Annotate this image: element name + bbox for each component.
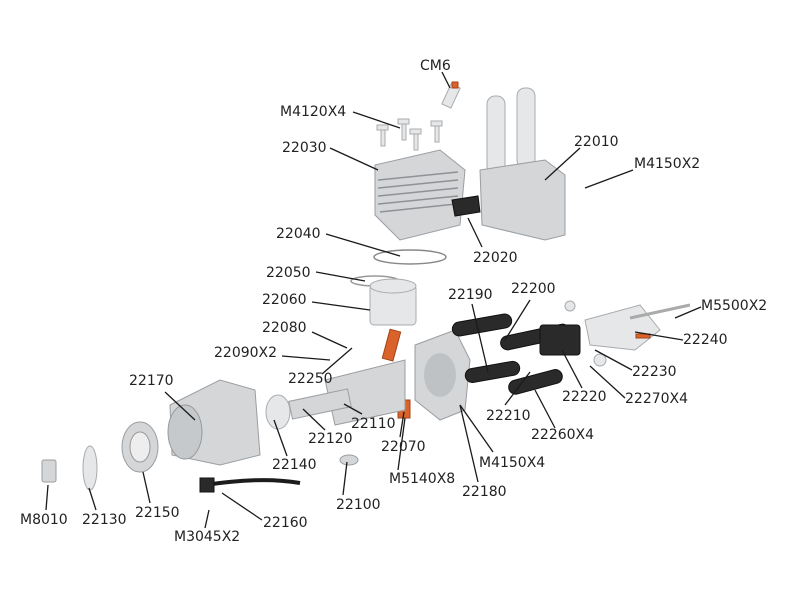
piston-22060 <box>369 278 417 326</box>
pin-22100 <box>339 454 359 466</box>
nut-m8010 <box>41 459 57 483</box>
washer-22130 <box>82 445 98 491</box>
label-cm6: CM6 <box>420 58 451 74</box>
label-22030: 22030 <box>282 140 327 156</box>
linkage-bracket <box>199 477 215 493</box>
label-22130: 22130 <box>82 512 127 528</box>
label-22270x4: 22270X4 <box>625 391 688 407</box>
muffler-22010 <box>479 87 566 241</box>
label-22220: 22220 <box>562 389 607 405</box>
label-22100: 22100 <box>336 497 381 513</box>
label-22070: 22070 <box>381 439 426 455</box>
label-22240: 22240 <box>683 332 728 348</box>
label-m3045x2: M3045X2 <box>174 529 240 545</box>
label-22190: 22190 <box>448 287 493 303</box>
label-22020: 22020 <box>473 250 518 266</box>
cylinder-bolts <box>376 118 443 151</box>
intake-parts <box>451 300 691 395</box>
front-housing-22170 <box>167 379 261 466</box>
label-22040: 22040 <box>276 226 321 242</box>
bearing-22150 <box>121 421 159 473</box>
label-22110: 22110 <box>351 416 396 432</box>
label-22060: 22060 <box>262 292 307 308</box>
engine-parts <box>41 81 691 493</box>
label-22260x4: 22260X4 <box>531 427 594 443</box>
label-m4120x4: M4120X4 <box>280 104 346 120</box>
gasket-22020 <box>451 195 481 217</box>
label-m5140x8: M5140X8 <box>389 471 455 487</box>
label-m4150x4: M4150X4 <box>479 455 545 471</box>
gasket-22040 <box>373 249 447 265</box>
label-22010: 22010 <box>574 134 619 150</box>
label-22050: 22050 <box>266 265 311 281</box>
label-22200: 22200 <box>511 281 556 297</box>
label-m4150x2: M4150X2 <box>634 156 700 172</box>
label-22170: 22170 <box>129 373 174 389</box>
label-22120: 22120 <box>308 431 353 447</box>
leader-lines <box>45 71 702 529</box>
label-m5500x2: M5500X2 <box>701 298 767 314</box>
throttle-linkage-22160 <box>204 478 301 487</box>
cylinder-22030 <box>374 149 466 241</box>
part-labels: CM6 M4120X4 22010 22030 M4150X2 22040 22… <box>20 58 767 545</box>
label-m8010: M8010 <box>20 512 68 528</box>
label-22090x2: 22090X2 <box>214 345 277 361</box>
label-22180: 22180 <box>462 484 507 500</box>
crankshaft-22120 <box>265 359 406 430</box>
label-22080: 22080 <box>262 320 307 336</box>
label-22150: 22150 <box>135 505 180 521</box>
label-22210: 22210 <box>486 408 531 424</box>
label-22140: 22140 <box>272 457 317 473</box>
label-22160: 22160 <box>263 515 308 531</box>
spark-plug-cm6 <box>441 81 461 109</box>
label-22250: 22250 <box>288 371 333 387</box>
label-22230: 22230 <box>632 364 677 380</box>
